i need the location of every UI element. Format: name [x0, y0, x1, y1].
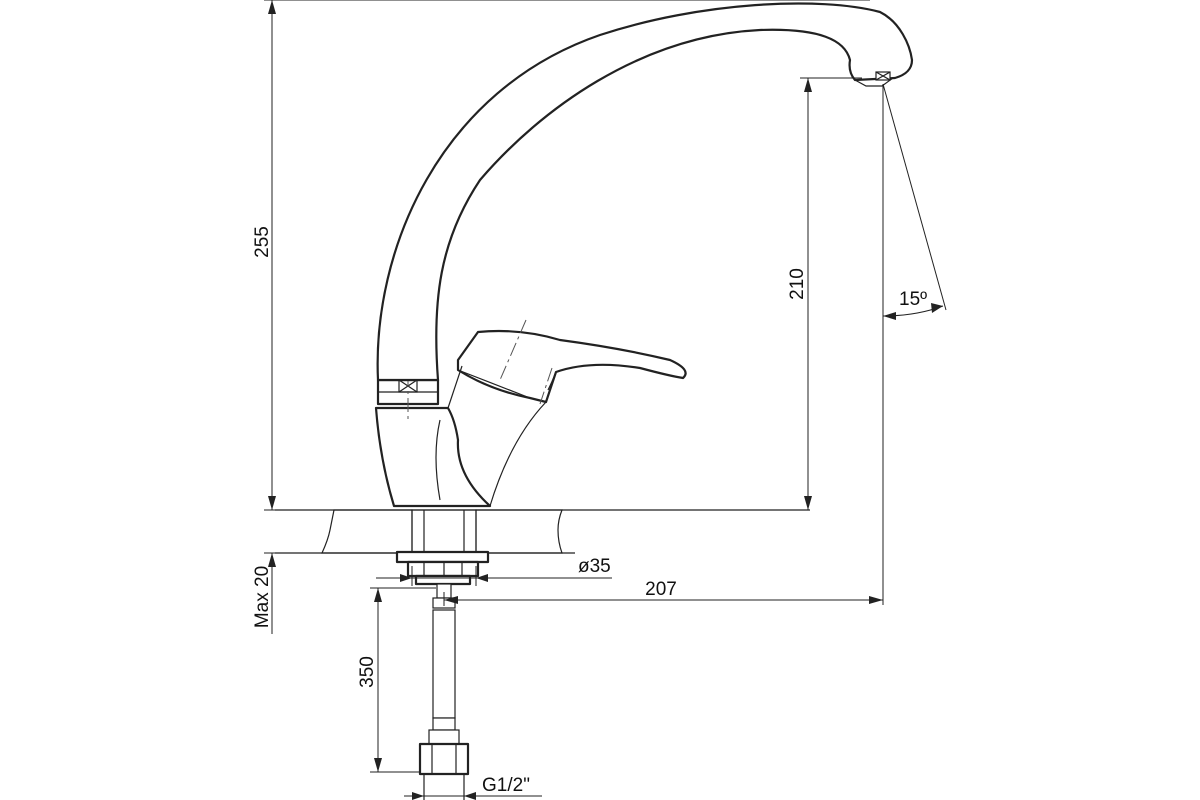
dimension-total-height: 255 [252, 0, 870, 511]
total-height-label: 255 [252, 226, 273, 258]
spout [376, 2, 914, 382]
dimension-thread: G1/2" [404, 775, 542, 800]
lever-handle [456, 329, 687, 404]
dimension-max-countertop: Max 20 [252, 552, 282, 634]
mounting-nut [395, 550, 490, 586]
countertop-hatch-right [475, 509, 563, 554]
spout-angle-label: 15º [899, 289, 927, 310]
base-diameter-label: ø35 [578, 556, 611, 577]
countertop-section [275, 509, 810, 554]
thread-label: G1/2" [482, 775, 530, 796]
max-countertop-label: Max 20 [252, 566, 273, 628]
dimension-spout-angle: 15º [882, 83, 947, 605]
flexible-hose [418, 583, 470, 800]
countertop-hatch-left [321, 509, 413, 554]
spout-reach-label: 207 [645, 579, 677, 600]
faucet-body [374, 2, 914, 508]
dimension-spout-height: 210 [787, 77, 862, 510]
dimension-hose-length: 350 [357, 587, 436, 773]
dimension-spout-reach: 207 [443, 579, 883, 606]
spout-height-label: 210 [787, 268, 808, 300]
hose-length-label: 350 [357, 656, 378, 688]
dimension-base-diameter: ø35 [376, 556, 612, 586]
